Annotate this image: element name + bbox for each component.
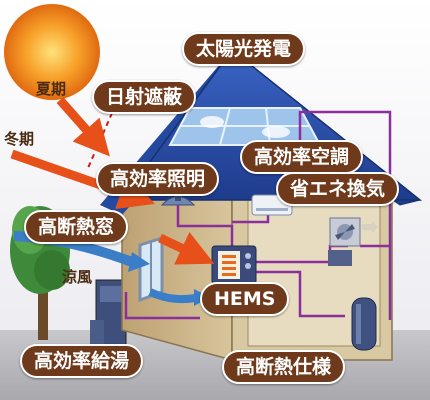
breeze-arrow-lower: [148, 288, 197, 304]
label-cool-breeze: 涼風: [62, 268, 93, 286]
label-high-efficiency-ac: 高効率空調: [240, 140, 364, 174]
label-solar-power: 太陽光発電: [182, 32, 306, 66]
indoor-heat-arrow: [158, 232, 215, 265]
outlet-box: [328, 250, 352, 266]
insulated-window-icon: [138, 235, 164, 303]
hems-controller-icon: [211, 245, 257, 285]
label-insulated-window: 高断熱窓: [24, 210, 129, 244]
label-hems: HEMS: [200, 282, 290, 316]
label-summer: 夏期: [36, 80, 67, 98]
label-winter: 冬期: [4, 130, 35, 148]
label-high-efficiency-lighting: 高効率照明: [96, 162, 220, 196]
water-heater-unit: [90, 279, 127, 347]
ventilation-fan-icon: [329, 217, 378, 247]
label-insulation-spec: 高断熱仕様: [222, 350, 346, 384]
label-high-efficiency-water-heater: 高効率給湯: [20, 344, 144, 378]
sun-icon: [4, 4, 100, 100]
label-solar-shading: 日射遮蔽: [92, 80, 197, 114]
solar-panel-icon: [168, 107, 322, 146]
label-energy-saving-ventilation: 省エネ換気: [276, 172, 400, 206]
storage-tank-icon: [351, 297, 377, 351]
summer-sun-arrow: [56, 97, 110, 157]
lighting-icon: [160, 196, 196, 206]
